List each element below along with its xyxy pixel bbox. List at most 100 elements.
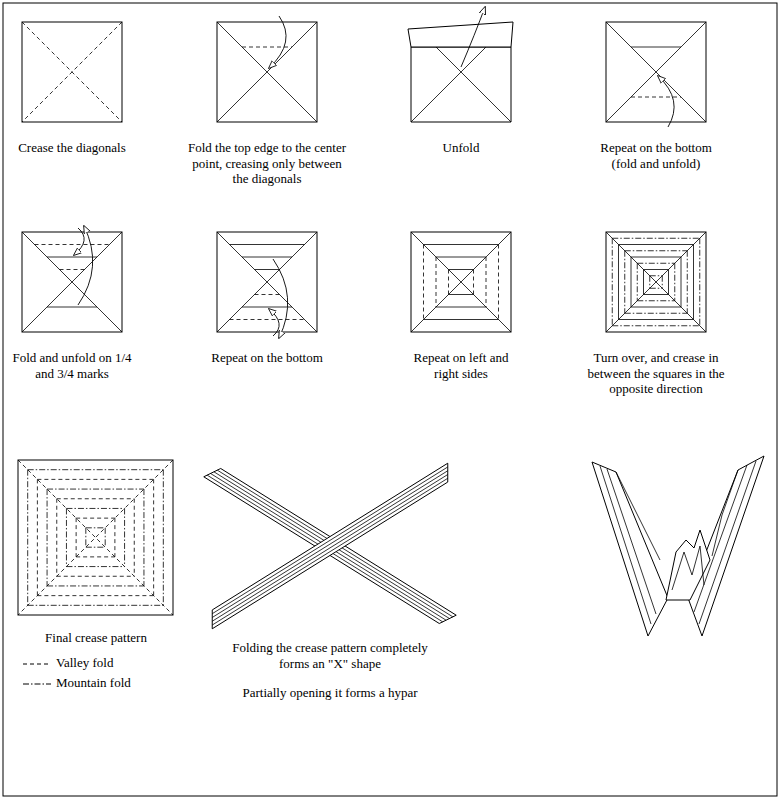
crease-line — [631, 257, 632, 307]
crease-line — [650, 288, 663, 289]
crease-line — [57, 576, 135, 577]
crease-line — [76, 556, 115, 557]
crease-line — [124, 508, 125, 566]
diagonal-crease — [606, 22, 706, 122]
crease-line — [114, 518, 115, 557]
crease-line — [163, 470, 164, 606]
diagonal-crease — [411, 232, 511, 332]
legend-line — [23, 684, 51, 685]
step-square — [22, 22, 122, 122]
diagonal-crease — [217, 22, 317, 122]
diagonal-crease — [18, 460, 173, 615]
crease-line — [449, 269, 474, 270]
step-caption: Final crease pattern — [11, 630, 181, 646]
crease-line — [66, 508, 124, 509]
crease-line — [687, 251, 688, 314]
crease-line — [85, 528, 86, 547]
crease-line — [693, 245, 694, 320]
diagonal-crease — [217, 232, 317, 332]
step-caption: Repeat on the bottom (fold and unfold) — [591, 140, 721, 171]
diagonal-crease — [217, 232, 317, 332]
step-square — [217, 232, 317, 338]
step-caption: Partially opening it forms a hypar — [205, 685, 455, 701]
crease-line — [681, 257, 682, 307]
hypar-center — [666, 530, 710, 600]
crease-line — [631, 257, 681, 258]
crease-line — [66, 566, 124, 567]
step-caption: Fold and unfold on 1/4 and 3/4 marks — [12, 350, 132, 381]
crease-line — [153, 479, 154, 595]
crease-line — [436, 307, 486, 308]
diagonal-crease — [217, 22, 317, 122]
crease-line — [624, 251, 625, 314]
step-caption: Repeat on left and right sides — [404, 350, 519, 381]
step-caption: Crease the diagonals — [0, 140, 147, 156]
crease-line — [66, 508, 67, 566]
hypar — [592, 456, 764, 636]
paper-body — [411, 47, 511, 122]
fold-arrow — [658, 76, 674, 127]
step-square — [411, 232, 511, 332]
step-caption: Turn over, and crease in between the squ… — [584, 350, 729, 397]
step-square — [22, 226, 122, 332]
crease-line — [56, 499, 57, 577]
crease-line — [57, 498, 135, 499]
step-square — [606, 232, 706, 332]
diagonal-crease — [18, 460, 173, 615]
step-square — [217, 16, 317, 122]
crease-line — [86, 547, 105, 548]
crease-line — [47, 489, 144, 490]
crease-line — [134, 499, 135, 577]
crease-line — [76, 518, 115, 519]
crease-line — [618, 245, 619, 320]
layer-line — [616, 472, 660, 560]
crease-line — [60, 269, 85, 270]
layer-line — [699, 461, 756, 624]
fold-arrow — [273, 259, 288, 338]
diagonal-crease — [606, 22, 706, 122]
crease-line — [242, 257, 292, 258]
crease-line — [625, 250, 688, 251]
crease-line — [37, 595, 153, 596]
step-caption: Fold the top edge to the center point, c… — [187, 140, 347, 187]
crease-line — [28, 605, 164, 606]
crease-line — [674, 263, 675, 301]
diagonal-crease — [606, 232, 706, 332]
legend-text: Valley fold — [56, 655, 113, 670]
legend-sample — [22, 679, 52, 689]
crease-line — [449, 294, 474, 295]
diagonal-crease — [606, 232, 706, 332]
step-square — [606, 22, 706, 127]
crease-line — [619, 244, 694, 245]
crease-line — [644, 294, 669, 295]
crease-line — [47, 257, 97, 258]
layer-line — [607, 469, 656, 614]
paper-square — [22, 22, 122, 122]
crease-line — [631, 97, 681, 98]
step-square — [18, 460, 173, 615]
step-caption: Repeat on the bottom — [192, 350, 342, 366]
legend-sample — [22, 659, 52, 669]
legend-text: Mountain fold — [56, 675, 131, 690]
layer-line — [672, 546, 704, 590]
crease-line — [662, 276, 663, 289]
crease-line — [448, 270, 449, 295]
crease-line — [47, 307, 97, 308]
paper-square — [22, 232, 122, 332]
step-caption: Folding the crease pattern completely fo… — [220, 640, 440, 671]
crease-line — [76, 518, 77, 557]
layer-line — [712, 470, 738, 556]
diagonal-crease — [22, 22, 122, 122]
crease-line — [699, 238, 700, 326]
crease-line — [105, 528, 106, 547]
step-square — [408, 7, 513, 122]
crease-line — [612, 238, 700, 239]
crease-line — [230, 244, 305, 245]
crease-line — [637, 263, 675, 264]
crease-line — [486, 257, 487, 307]
diagonal-crease — [411, 47, 486, 122]
crease-line — [612, 325, 700, 326]
crease-line — [47, 489, 48, 586]
crease-line — [255, 294, 280, 295]
legend-line — [23, 664, 51, 665]
